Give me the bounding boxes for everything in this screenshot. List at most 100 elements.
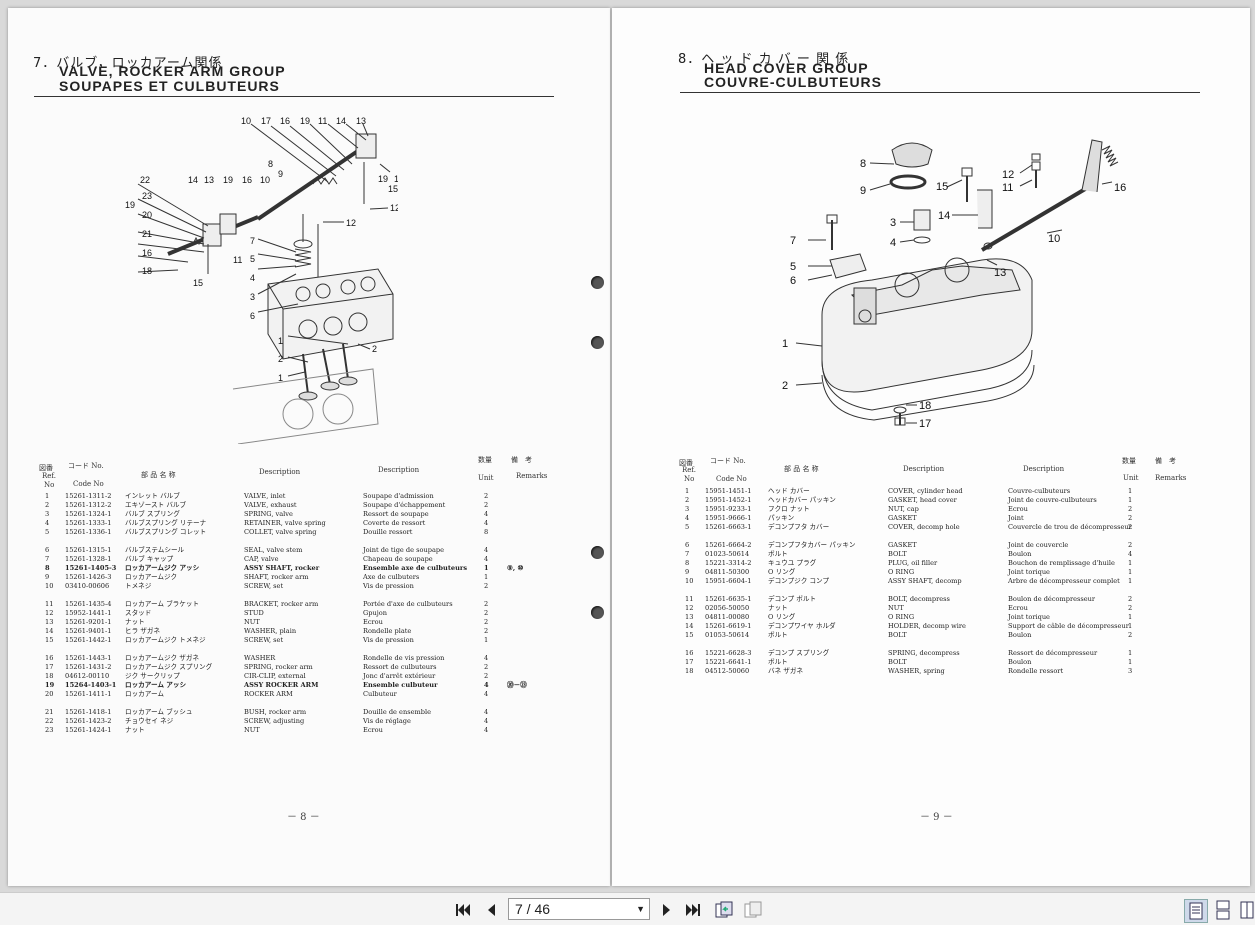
cell-rem: ⑳－㉓	[507, 681, 527, 689]
cell-en: BOLT	[888, 550, 907, 558]
svg-text:13: 13	[204, 175, 214, 185]
cell-fr: Joint	[1008, 514, 1024, 522]
cell-en: O RING	[888, 613, 915, 621]
svg-text:10: 10	[241, 116, 251, 126]
cell-en: ASSY SHAFT, decomp	[888, 577, 962, 585]
forward-view-button[interactable]	[742, 899, 764, 921]
cell-code: 15261-1336-1	[65, 528, 112, 536]
svg-text:19: 19	[125, 200, 135, 210]
cell-unit: 4	[484, 546, 489, 554]
cell-en: COVER, cylinder head	[888, 487, 963, 495]
cell-code: 15221-3314-2	[705, 559, 752, 567]
cell-code: 04512-50060	[705, 667, 750, 675]
cell-en: BRACKET, rocker arm	[244, 600, 319, 608]
cell-jp: エキゾースト バルブ	[125, 501, 187, 509]
cell-fr: Vis de pression	[363, 636, 414, 644]
cell-jp: ロッカアーム	[125, 690, 164, 698]
cell-en: VALVE, exhaust	[244, 501, 297, 509]
last-page-button[interactable]	[682, 899, 704, 921]
cell-jp: バルブステムシール	[125, 546, 185, 554]
cell-en: GASKET	[888, 514, 917, 522]
svg-text:13: 13	[356, 116, 366, 126]
cell-fr: Chapeau de soupape	[363, 555, 433, 563]
cell-jp: ジク サークリップ	[125, 672, 180, 680]
hdr-ref-no: No	[684, 475, 695, 483]
cell-fr: Douille de ensemble	[363, 708, 431, 716]
svg-text:10: 10	[260, 175, 270, 185]
prev-page-button[interactable]	[480, 899, 502, 921]
cell-code: 15261-6619-1	[705, 622, 752, 630]
cell-jp: バルブ キャップ	[125, 555, 174, 563]
facing-view-button[interactable]	[1236, 899, 1255, 921]
cell-unit: 4	[1128, 550, 1133, 558]
cell-fr: Ensemble culbuteur	[363, 681, 438, 689]
cell-jp: デコンプワイヤ ホルダ	[768, 622, 836, 630]
cell-en: STUD	[244, 609, 264, 617]
hdr-ref-no: No	[44, 481, 55, 489]
cell-en: SCREW, adjusting	[244, 717, 305, 725]
cell-fr: Soupape d'échappement	[363, 501, 446, 509]
cell-code: 15261-1423-2	[65, 717, 112, 725]
title-underline	[680, 92, 1200, 93]
first-page-button[interactable]	[452, 899, 474, 921]
cell-no: 10	[45, 582, 54, 590]
cell-unit: 4	[484, 690, 489, 698]
cell-code: 15951-1452-1	[705, 496, 752, 504]
page-8: 7．バルブ，ロッカアーム関係 VALVE, ROCKER ARM GROUP S…	[8, 8, 610, 886]
cell-en: ASSY SHAFT, rocker	[244, 564, 320, 572]
cell-jp: ボルト	[768, 658, 788, 666]
first-page-icon	[456, 904, 470, 916]
back-view-icon	[715, 901, 733, 918]
cell-fr: Joint de couvercle	[1008, 541, 1069, 549]
cell-fr: Ecrou	[363, 726, 383, 734]
title-underline	[34, 96, 554, 97]
hdr-code-en: Code No	[716, 475, 747, 483]
svg-text:18: 18	[142, 266, 152, 276]
next-page-button[interactable]	[656, 899, 678, 921]
cell-jp: ロッカアーム ブッシュ	[125, 708, 193, 716]
cell-fr: Boulon de décompresseur	[1008, 595, 1096, 603]
cell-code: 15261-1431-2	[65, 663, 112, 671]
cell-unit: 2	[484, 501, 489, 509]
svg-text:23: 23	[142, 191, 152, 201]
cell-fr: Boulon	[1008, 631, 1032, 639]
cell-jp: フクロ ナット	[768, 505, 810, 513]
cell-unit: 2	[1128, 523, 1133, 531]
cell-unit: 1	[484, 636, 489, 644]
back-view-button[interactable]	[713, 899, 735, 921]
cell-no: 11	[685, 595, 694, 603]
cell-unit: 4	[484, 717, 489, 725]
hdr-ref-jp: 図番	[679, 459, 693, 467]
cell-no: 8	[685, 559, 690, 567]
cell-en: WASHER, spring	[888, 667, 945, 675]
hdr-remarks: Remarks	[1155, 474, 1187, 482]
cell-fr: Vis de pression	[363, 582, 414, 590]
svg-text:5: 5	[790, 261, 796, 273]
document-viewport[interactable]: 7．バルブ，ロッカアーム関係 VALVE, ROCKER ARM GROUP S…	[0, 0, 1255, 892]
page-selector[interactable]: 7 / 46 ▼	[508, 898, 650, 920]
cell-unit: 2	[484, 663, 489, 671]
hdr-code-jp: コード No.	[68, 462, 104, 470]
cell-unit: 1	[484, 573, 489, 581]
cell-no: 9	[685, 568, 690, 576]
cell-jp: デコンプ ボルト	[768, 595, 817, 603]
cell-en: WASHER, plain	[244, 627, 297, 635]
cell-en: GASKET, head cover	[888, 496, 957, 504]
cell-no: 12	[685, 604, 694, 612]
svg-text:6: 6	[250, 311, 255, 321]
continuous-view-button[interactable]	[1212, 899, 1234, 921]
cell-unit: 2	[484, 672, 489, 680]
cell-fr: Joint torique	[1008, 613, 1050, 621]
hdr-qty-jp: 数量	[1122, 457, 1136, 465]
cell-fr: Ressort de soupape	[363, 510, 429, 518]
hdr-code-jp: コード No.	[710, 457, 746, 465]
hdr-code-en: Code No	[73, 480, 104, 488]
cell-code: 15261-1333-1	[65, 519, 112, 527]
svg-text:11: 11	[233, 255, 242, 265]
single-page-view-button[interactable]	[1184, 899, 1208, 923]
hdr-remarks-jp: 備 考	[511, 456, 532, 464]
cell-en: BOLT	[888, 658, 907, 666]
hdr-ref-jp: 図番	[39, 464, 53, 472]
cell-code: 15261-1324-1	[65, 510, 112, 518]
